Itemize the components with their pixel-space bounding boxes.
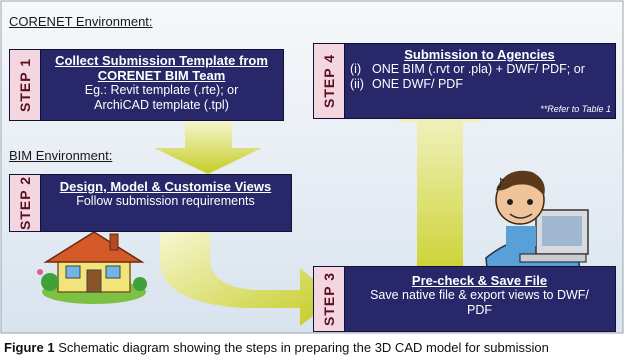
figure-caption: Figure 1 Schematic diagram showing the s… [4,340,549,355]
step-2-line-1: Follow submission requirements [76,194,255,208]
step-3-tab: STEP 3 [314,267,345,331]
step-3-tab-label: STEP 3 [321,272,337,326]
step-4-item-1-text: ONE BIM (.rvt or .pla) + DWF/ PDF; or [372,62,585,76]
step-4-tab: STEP 4 [314,44,345,118]
figure-caption-label: Figure 1 [4,340,55,355]
step-3-box: STEP 3 Pre-check & Save File Save native… [313,266,616,332]
step-2-box: STEP 2 Design, Model & Customise Views F… [9,174,292,232]
figure-caption-text: Schematic diagram showing the steps in p… [54,340,549,355]
step-1-tab-label: STEP 1 [17,58,33,112]
step-3-line-2: PDF [467,303,492,317]
step-4-box: STEP 4 Submission to Agencies (i) ONE BIM… [313,43,616,119]
step-4-tab-label: STEP 4 [321,54,337,108]
step-1-line-2: ArchiCAD template (.tpl) [94,98,229,112]
bim-environment-label: BIM Environment: [9,148,113,163]
step-1-box: STEP 1 Collect Submission Template from … [9,49,284,121]
step-4-item-1-num: (i) [350,62,362,76]
step-2-title: Design, Model & Customise Views [59,179,272,194]
house-icon [37,231,147,304]
step-2-tab: STEP 2 [10,175,41,231]
step-4-item-2-text: ONE DWF/ PDF [372,77,463,91]
step-1-title-line-1: Collect Submission Template from [55,53,268,68]
step-4-item-2: (ii) ONE DWF/ PDF [344,77,615,92]
step-3-title: Pre-check & Save File [411,273,548,288]
arrow-step1-to-step2 [154,118,262,174]
step-2-tab-label: STEP 2 [17,176,33,230]
arrow-step2-to-step3 [160,232,336,326]
step-1-line-1: Eg.: Revit template (.rte); or [84,83,239,97]
step-4-item-1: (i) ONE BIM (.rvt or .pla) + DWF/ PDF; or [344,62,615,77]
step-1-title-line-2: CORENET BIM Team [97,68,226,83]
step-4-title: Submission to Agencies [404,47,555,62]
arrow-step3-to-step4 [398,84,482,274]
corenet-environment-label: CORENET Environment: [9,14,153,29]
step-3-line-1: Save native file & export views to DWF/ [370,288,589,302]
step-4-note: **Refer to Table 1 [540,104,611,114]
svg-text:♪: ♪ [496,176,505,192]
step-4-item-2-num: (ii) [350,77,364,91]
step-1-title: Collect Submission Template from CORENET… [40,53,283,83]
step-1-tab: STEP 1 [10,50,41,120]
